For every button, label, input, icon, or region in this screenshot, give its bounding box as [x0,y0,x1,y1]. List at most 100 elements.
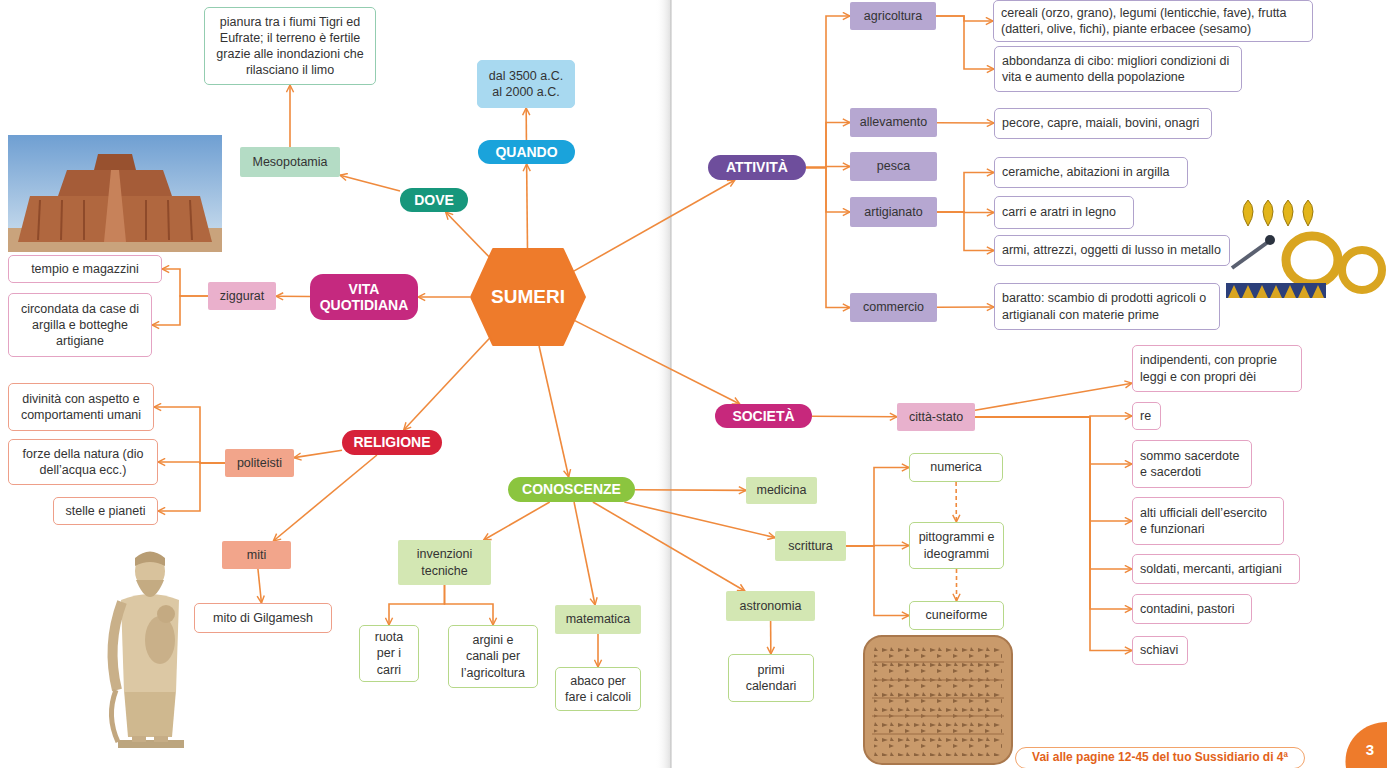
topic-pill: ATTIVITÀ [708,155,806,180]
box-text: pecore, capre, maiali, bovini, onagri [1002,115,1204,131]
ruling [872,662,1004,663]
box-text: allevamento [856,114,931,130]
box-text: tempio e magazzini [16,261,154,277]
box-text: città-stato [903,409,969,425]
connector-arrow [154,407,225,463]
connector-arrow [806,168,850,213]
gold-ring [1342,250,1382,290]
connector-arrow [975,417,1132,609]
connector-arrow [597,634,599,667]
box-text: schiavi [1140,642,1180,658]
cuneiform-tablet [864,636,1012,764]
connector-arrow [806,123,850,168]
category-box: matematica [555,605,641,634]
box-text: agricoltura [856,8,930,24]
connector-arrow [624,502,775,538]
detail-box: argini e canali per l’agricoltura [448,625,538,688]
topic-pill: DOVE [400,188,468,212]
topic-title: ATTIVITÀ [714,159,800,175]
detail-box: schiavi [1132,636,1188,665]
connector-arrow [289,85,291,147]
connector-arrow [812,415,897,417]
box-text: circondata da case di argilla e botteghe… [16,301,144,350]
buttress [61,200,62,240]
gold-leaf [1303,200,1313,226]
topic-title: SUMERI [470,285,586,310]
box-text: dal 3500 a.C. al 2000 a.C. [485,68,567,101]
category-box: artigianato [850,197,937,227]
connector-arrow [937,212,994,251]
connector-arrow [574,180,735,271]
buttress [168,200,169,240]
box-text: cuneiforme [917,607,996,623]
topic-title: SOCIETÀ [721,408,806,424]
box-text: commercio [856,299,931,315]
buttress [83,200,85,240]
ziggurat-buttresses [38,200,192,240]
connector-arrow [152,296,208,325]
connector-arrow [846,468,909,547]
box-text: invenzioni tecniche [404,546,485,579]
category-box: miti [222,541,291,569]
box-text: Mesopotamia [246,154,334,170]
central-hexagon: SUMERI [470,248,586,346]
page-reference-note: Vai alle pagine 12-45 del tuo Sussidiari… [1015,747,1305,768]
statue-lion [145,616,175,664]
photo-sky [8,135,222,252]
gilgamesh-statue [111,552,184,749]
detail-box: alti ufficiali dell’esercito e funzionar… [1132,497,1284,545]
lapis-band [1226,283,1326,298]
box-text: politeisti [231,455,288,471]
statue-lion-head [157,605,175,623]
category-box: scrittura [775,531,846,561]
statue-beard [136,580,164,597]
connector-arrow [574,502,595,605]
gold-leaf [1263,200,1273,226]
box-text: carri e aratri in legno [1002,204,1126,220]
connector-arrow [158,463,225,511]
statue-serpent [111,690,118,742]
box-text: astronomia [732,598,809,614]
tablet-body [864,636,1012,764]
detail-box: tempio e magazzini [8,255,162,283]
box-text: stelle e pianeti [61,503,150,519]
box-text: abaco per fare i calcoli [563,673,633,706]
detail-box: primi calendari [728,654,814,702]
topic-title: RELIGIONE [348,434,436,450]
connector-arrow [340,175,400,191]
box-text: indipendenti, con proprie leggi e con pr… [1140,352,1294,385]
ruling [872,680,1004,681]
gold-leaf [1283,200,1293,226]
box-text: baratto: scambio di prodotti agricoli o … [1002,290,1212,323]
topic-title: DOVE [406,192,462,208]
ziggurat-stair [104,170,126,242]
connector-arrow [162,269,208,296]
detail-box: pianura tra i fiumi Tigri ed Eufrate; il… [204,7,376,85]
dashed-arrow [955,482,957,522]
buttress [190,200,192,240]
connector-arrow [276,295,310,297]
connector-arrow [418,296,470,298]
connector-arrow [635,489,746,491]
box-text: pittogrammi e ideogrammi [917,529,996,562]
pin [1232,242,1268,268]
pin-head [1265,235,1275,245]
connector-arrow [937,306,994,308]
category-box: allevamento [850,108,937,137]
connector-arrow [258,569,262,603]
page-number: 3 [1358,740,1382,760]
detail-box: sommo sacerdote e sacerdoti [1132,440,1252,488]
buttress [38,200,40,240]
detail-box: dal 3500 a.C. al 2000 a.C. [477,60,575,108]
detail-box: numerica [909,453,1003,482]
box-text: argini e canali per l’agricoltura [456,632,530,681]
topic-pill: QUANDO [478,140,575,164]
jewellery-photo [1226,200,1382,298]
connector-arrow [770,621,772,654]
category-box: agricoltura [850,2,936,30]
category-box: Mesopotamia [240,147,340,177]
topic-pill: RELIGIONE [342,430,442,455]
ruling [872,734,1004,735]
connector-arrow [294,450,342,457]
